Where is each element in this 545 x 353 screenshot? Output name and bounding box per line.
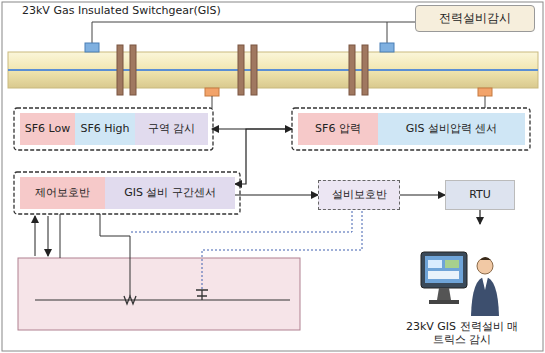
control-arrow [35,216,36,256]
control-wire [60,214,61,258]
sensor-cell: 구역 감시 [135,113,208,145]
node-label: 23kV GIS 전력설비 매트릭스 감시 [403,320,521,346]
bus-line [35,299,290,300]
group-frames [14,108,530,214]
connector-arrow [235,129,292,184]
node-label: 구역 감시 [148,122,196,135]
sensor-cell: SF6 압력 [298,113,378,145]
node-label: 설비보호반 [332,188,387,201]
node-label: RTU [469,188,491,201]
sensor-wire [212,96,213,108]
sensor-wire [485,96,486,108]
connector-arrow [479,210,480,224]
node-label: 전력설비감시 [439,11,511,25]
operator-station: 23kV GIS 전력설비 매트릭스 감시 [392,222,532,348]
operator-icon [417,246,507,318]
sensor-cell: SF6 Low [20,113,75,145]
title: 23kV Gas Insulated Switchgear(GIS) [22,4,221,17]
node-label: GIS 설비압력 센서 [406,122,498,135]
switchgear-panel [18,258,300,330]
control-arrow [48,216,49,256]
conductor [8,69,538,71]
node-label: SF6 압력 [315,122,361,135]
control-wire [100,214,130,296]
bottom-sensors [205,88,492,96]
monitor-box: 전력설비감시 [415,5,535,32]
rtu-box: RTU [445,180,515,210]
breaker-symbol [124,296,136,304]
connector-arrow [400,194,445,195]
sensor-cell: GIS 설비압력 센서 [378,113,525,145]
dotted-link [130,211,352,232]
node-label: SF6 Low [25,122,70,135]
flanges [117,45,368,95]
node-label: GIS 설비 구간센서 [124,186,216,199]
sensor-cell: GIS 설비 구간센서 [105,177,235,209]
connector-arrow [235,194,318,195]
sensor-wire [92,22,415,44]
panel-cell: 제어보호반 [20,177,105,209]
sensor-cell: SF6 High [75,113,135,145]
gis-bus-pipe [8,52,538,88]
switch-symbol [196,290,208,300]
protection-panel: 설비보호반 [318,180,400,210]
sensor-wire [387,22,388,44]
node-label: SF6 High [80,122,129,135]
node-label: 제어보호반 [35,186,90,199]
top-sensors [85,43,394,52]
dotted-link [202,211,362,290]
